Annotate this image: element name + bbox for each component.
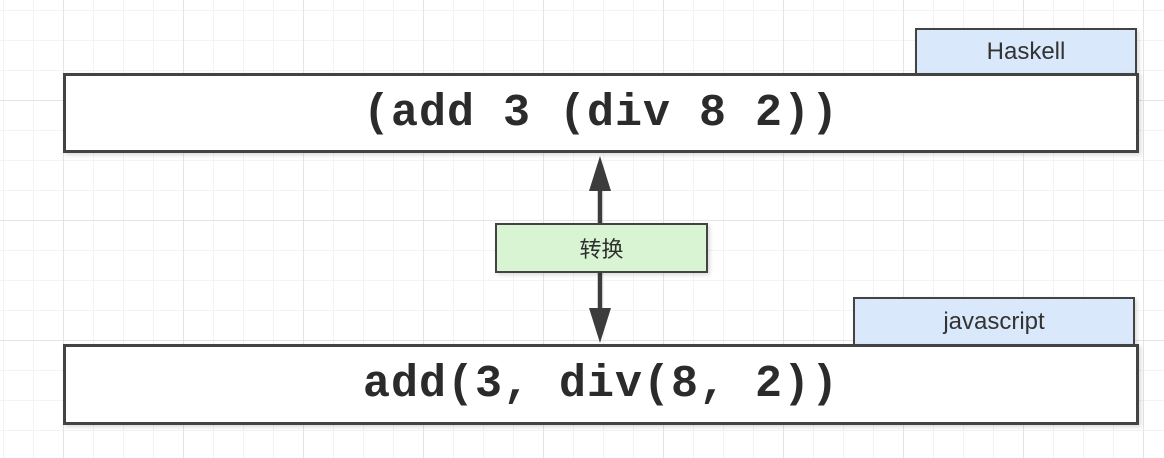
transform-label: 转换: [579, 237, 624, 262]
arrow-up-head: [589, 156, 611, 191]
arrow-down-head: [589, 308, 611, 343]
javascript-label: javascript: [943, 307, 1045, 335]
haskell-label: Haskell: [986, 37, 1066, 65]
transform-box: 转换: [495, 223, 708, 273]
javascript-label-tab: javascript: [853, 297, 1135, 346]
javascript-code-text: add(3, div(8, 2)): [362, 359, 840, 410]
haskell-label-tab: Haskell: [915, 28, 1137, 75]
haskell-code-box: (add 3 (div 8 2)): [63, 73, 1139, 153]
javascript-code-box: add(3, div(8, 2)): [63, 344, 1139, 425]
haskell-code-text: (add 3 (div 8 2)): [362, 87, 840, 139]
